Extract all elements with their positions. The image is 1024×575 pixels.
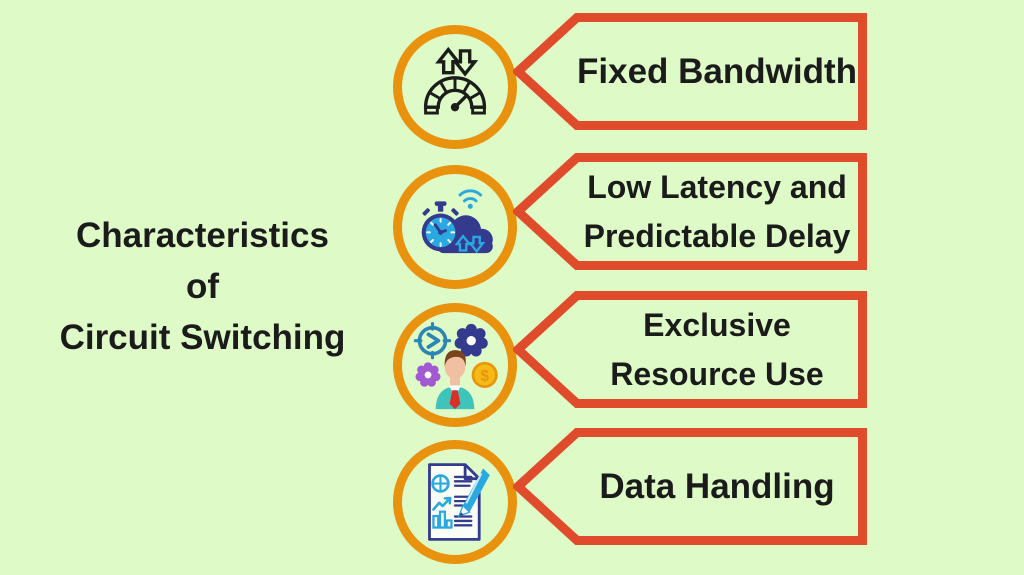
icon-circle [393,165,517,289]
characteristic-item-exclusive-resource: $ Exclusive Resource Use [393,290,873,427]
item-label: Data Handling [573,427,861,546]
title-line: Circuit Switching [59,318,346,357]
pencil-icon [457,468,490,518]
person-gears-icon: $ [413,322,498,410]
item-label: Low Latency and Predictable Delay [573,152,861,271]
data-document-icon [428,463,490,541]
gear-icon [415,362,441,387]
icon-circle [393,25,517,149]
gear-icon [454,323,488,357]
item-label-line: Low Latency and [587,168,847,205]
item-label-line: Data Handling [599,466,835,506]
svg-text:$: $ [480,368,489,385]
arrow-callout [513,291,867,408]
page-title: Characteristics of Circuit Switching [20,210,385,363]
icon-circle: $ [393,303,517,427]
title-line: of [185,267,220,306]
person-icon [435,350,475,410]
characteristic-item-low-latency: Low Latency and Predictable Delay [393,152,873,289]
speedometer-icon [423,46,487,115]
arrow-callout [513,13,867,130]
icon-circle [393,440,517,564]
stopwatch-cloud-icon [421,189,493,254]
item-label-line: Exclusive [643,306,791,343]
item-label-line: Fixed Bandwidth [577,51,857,91]
item-label-line: Resource Use [610,355,824,392]
item-label: Fixed Bandwidth [573,12,861,131]
item-label-line: Predictable Delay [583,217,851,254]
arrow-callout [513,428,867,545]
characteristic-item-data-handling: Data Handling [393,427,873,564]
item-label: Exclusive Resource Use [573,290,861,409]
title-line: Characteristics [76,216,329,255]
dollar-coin-icon: $ [471,361,498,388]
arrow-callout [513,153,867,270]
characteristic-item-fixed-bandwidth: Fixed Bandwidth [393,12,873,149]
